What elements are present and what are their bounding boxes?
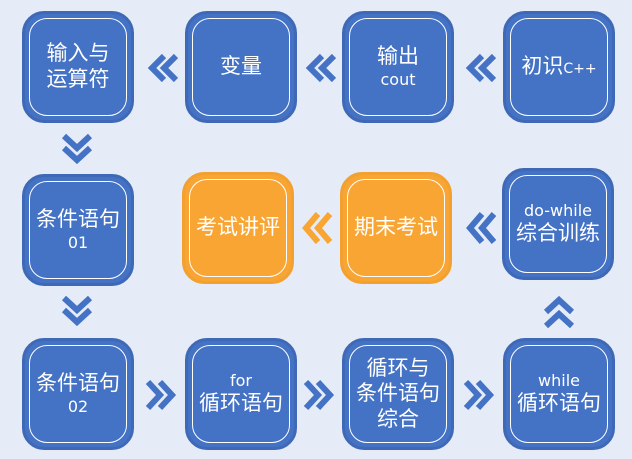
node-final-exam: 期末考试	[340, 172, 452, 284]
node-label: 输出	[377, 44, 419, 69]
node-sublabel: cout	[380, 70, 416, 90]
node-sublabel: while	[538, 371, 580, 391]
node-io-operators: 输入与运算符	[22, 11, 134, 123]
node-exam-review: 考试讲评	[182, 172, 294, 284]
node-sublabel: do-while	[524, 201, 592, 221]
chevron-left-icon	[465, 53, 497, 83]
chevron-up-icon	[543, 295, 575, 329]
node-label: 条件语句	[36, 371, 120, 396]
node-label: C++	[563, 61, 597, 78]
node-sublabel: for	[230, 371, 252, 391]
chevron-right-icon	[463, 379, 495, 411]
node-label: 条件语句	[356, 381, 440, 406]
node-label: 运算符	[46, 67, 110, 91]
chevron-right-icon	[145, 379, 177, 411]
node-loop-condition-combo: 循环与条件语句综合	[342, 338, 454, 450]
chevron-down-icon	[61, 295, 93, 327]
node-label: 循环与	[366, 355, 430, 380]
chevron-left-icon	[305, 53, 337, 83]
node-sublabel: 02	[67, 397, 89, 417]
node-label: 综合训练	[516, 220, 600, 245]
node-intro-cpp: 初识C++	[503, 11, 615, 123]
node-label: 输入与	[46, 41, 110, 66]
node-label: 条件语句	[36, 207, 120, 232]
chevron-down-icon	[61, 133, 93, 165]
chevron-left-icon	[466, 212, 497, 244]
node-label: 变量	[220, 54, 262, 79]
node-label: 考试讲评	[196, 215, 280, 240]
node-label: 初识	[521, 54, 564, 79]
chevron-left-icon	[302, 212, 333, 244]
node-sublabel: 01	[67, 233, 89, 253]
node-label: 期末考试	[354, 215, 438, 240]
node-label: 循环语句	[517, 390, 601, 415]
node-label: 循环语句	[199, 390, 283, 415]
node-variable: 变量	[185, 11, 297, 123]
chevron-left-icon	[147, 53, 179, 83]
node-label: 综合	[377, 406, 419, 431]
chevron-right-icon	[303, 379, 335, 411]
